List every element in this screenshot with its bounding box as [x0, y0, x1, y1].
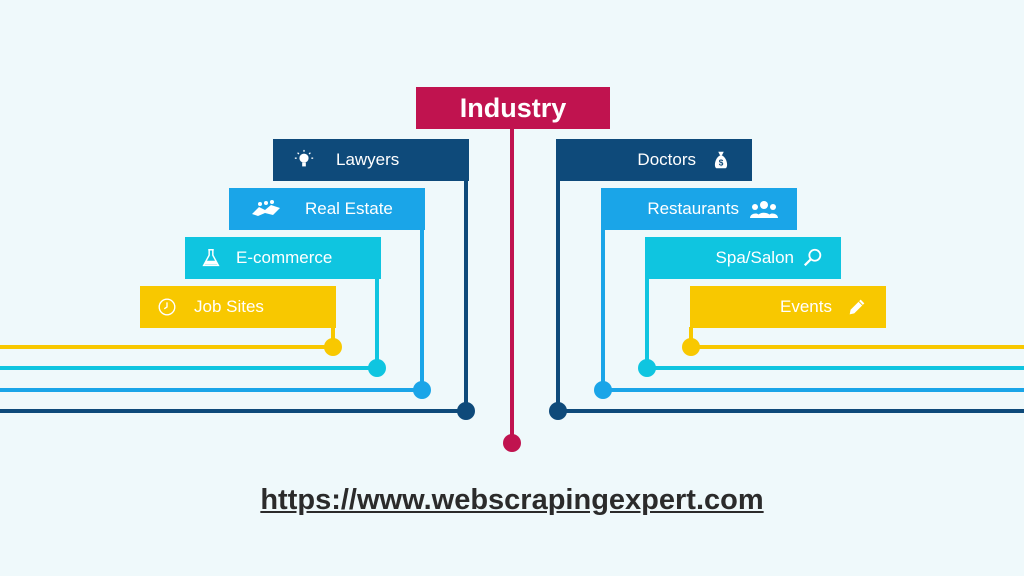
node-job-sites: [324, 338, 342, 356]
category-label: Real Estate: [305, 199, 393, 218]
category-spa-salon: Spa/Salon: [645, 237, 841, 279]
search-icon: [802, 247, 824, 269]
flask-icon: [200, 247, 222, 269]
node-restaurants: [594, 381, 612, 399]
website-url[interactable]: https://www.webscrapingexpert.com: [260, 484, 764, 516]
category-label: Events: [780, 297, 832, 316]
connector-events: [689, 327, 1024, 349]
category-real-estate: Real Estate: [229, 188, 425, 230]
svg-text:$: $: [719, 159, 724, 168]
pencil-icon: [846, 296, 868, 318]
category-job-sites: Job Sites: [140, 286, 336, 328]
category-doctors: Doctors $: [556, 139, 752, 181]
category-label: Lawyers: [336, 150, 400, 169]
category-label: Doctors: [637, 150, 696, 169]
category-restaurants: Restaurants: [601, 188, 797, 230]
category-events: Events: [690, 286, 886, 328]
node-spa-salon: [638, 359, 656, 377]
connector-job-sites: [0, 327, 335, 349]
handshake-icon: [251, 198, 281, 220]
group-icon: [749, 198, 779, 220]
money-bag-icon: $: [710, 149, 732, 171]
node-doctors: [549, 402, 567, 420]
node-real-estate: [413, 381, 431, 399]
category-label: E-commerce: [236, 248, 333, 267]
category-label: Restaurants: [647, 199, 739, 218]
node-lawyers: [457, 402, 475, 420]
node-e-commerce: [368, 359, 386, 377]
category-e-commerce: E-commerce: [185, 237, 381, 279]
category-label: Job Sites: [194, 297, 264, 316]
node-events: [682, 338, 700, 356]
clock-icon: [156, 296, 178, 318]
industry-title: Industry: [416, 87, 610, 129]
lightbulb-icon: [293, 149, 315, 171]
category-label: Spa/Salon: [715, 248, 794, 267]
center-node: [503, 434, 521, 452]
category-lawyers: Lawyers: [273, 139, 469, 181]
